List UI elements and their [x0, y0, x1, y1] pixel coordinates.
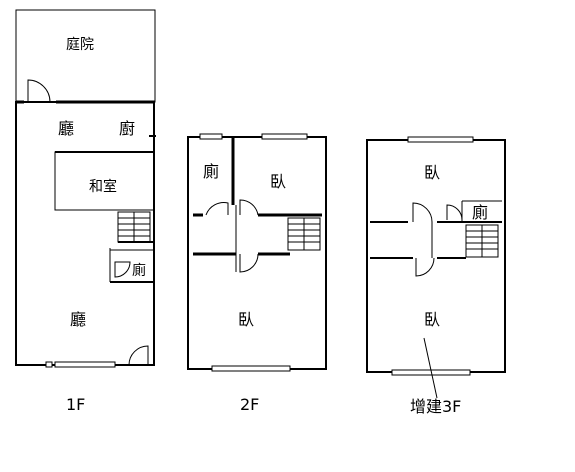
window-2f-top-left — [199, 133, 223, 140]
label-toilet-2f: 廁 — [203, 162, 219, 181]
entrance-door-1f — [128, 345, 149, 366]
window-1f-post — [45, 361, 53, 368]
label-courtyard: 庭院 — [66, 36, 94, 53]
window-2f-bottom — [211, 365, 291, 372]
label-bedroom-3f-bottom: 臥 — [424, 310, 440, 329]
label-toilet-3f: 廁 — [472, 203, 488, 222]
door-3f-bedroom-bottom — [415, 257, 435, 277]
label-living-top: 廳 — [58, 119, 74, 138]
floor-label-3f: 增建3F — [410, 397, 461, 416]
staircase-1f — [117, 211, 154, 243]
label-bedroom-2f-bottom: 臥 — [238, 310, 254, 329]
door-2f-toilet — [205, 202, 229, 216]
floor-3f: 臥 廁 臥 增建3F — [366, 136, 506, 416]
window-2f-top-right — [261, 133, 308, 140]
annotation-leader-line — [423, 337, 438, 399]
floor-2f: 廁 臥 臥 2F — [187, 133, 327, 414]
label-living-bottom: 廳 — [70, 310, 86, 329]
staircase-3f — [465, 224, 499, 258]
floor-label-2f: 2F — [240, 395, 259, 414]
label-toilet-1f: 廁 — [132, 262, 146, 279]
toilet-1f-door — [114, 261, 131, 278]
label-kitchen-1f: 廚 — [119, 119, 135, 138]
floor-label-1f: 1F — [66, 395, 85, 414]
staircase-2f — [287, 217, 321, 251]
label-bedroom-2f-top: 臥 — [270, 172, 286, 191]
courtyard-outline — [15, 9, 156, 103]
window-1f-bottom — [54, 361, 116, 368]
door-2f-bedroom-top — [239, 199, 259, 216]
door-3f-toilet — [446, 204, 463, 221]
door-3f-bedroom-top — [412, 202, 433, 223]
courtyard-door — [27, 79, 51, 103]
label-tatami: 和室 — [89, 178, 117, 195]
label-bedroom-3f-top: 臥 — [424, 163, 440, 182]
floor-1f: 庭院 廳 廚 和室 廁 廳 1F — [15, 9, 156, 414]
window-3f-top — [407, 136, 474, 143]
door-2f-bedroom-bottom — [239, 253, 259, 273]
